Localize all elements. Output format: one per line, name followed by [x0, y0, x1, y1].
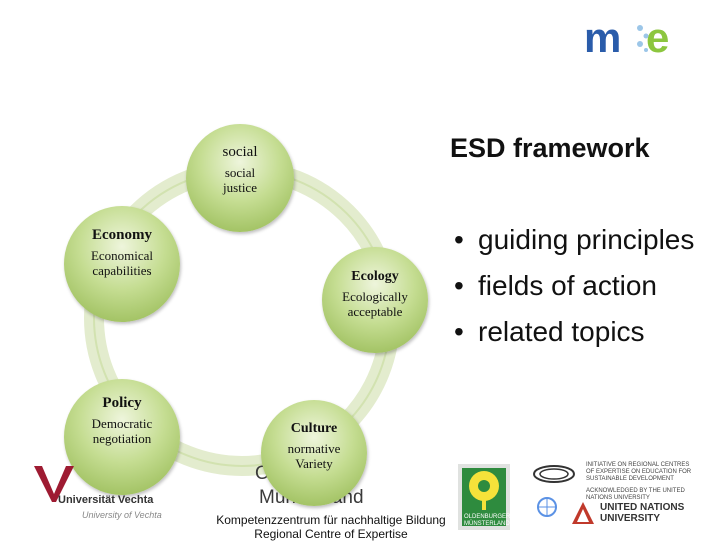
node-social: social social justice — [186, 124, 294, 232]
vechta-logo: Universität Vechta University of Vechta — [34, 466, 182, 526]
node-ecology-heading: Ecology — [351, 269, 399, 284]
me-logo-m: m — [584, 16, 621, 60]
bullet-item: • fields of action — [452, 268, 714, 304]
bullet-text: fields of action — [478, 270, 657, 301]
bullet-item: • related topics — [452, 314, 714, 350]
un-logo: UNITED NATIONS UNIVERSITY — [532, 496, 692, 536]
node-culture: Culture normative Variety — [261, 400, 367, 506]
node-social-heading: social — [222, 144, 258, 160]
un-emblem-icon — [537, 497, 557, 517]
bullet-dot: • — [454, 270, 464, 301]
bullet-list: • guiding principles • fields of action • r… — [452, 222, 714, 360]
node-ecology: Ecology Ecologically acceptable — [322, 247, 428, 353]
bullet-text: related topics — [478, 316, 645, 347]
node-economy-sub: Economical capabilities — [90, 248, 154, 278]
bullet-text: guiding principles — [478, 224, 695, 255]
rce-caption: Kompetenzzentrum für nachhaltige Bildung… — [186, 513, 476, 541]
rce-text: INITIATIVE ON REGIONAL CENTRES OF EXPERT… — [586, 462, 692, 482]
rce-line2: Regional Centre of Expertise — [254, 527, 408, 541]
oldenburger-logo-text: OLDENBURGER MÜNSTERLAND — [464, 514, 511, 527]
vechta-name: Universität Vechta — [58, 494, 154, 506]
node-culture-heading: Culture — [290, 421, 338, 436]
node-economy: Economy Economical capabilities — [64, 206, 180, 322]
me-logo: m e — [584, 16, 669, 60]
vechta-sub: University of Vechta — [82, 510, 162, 520]
rce-emblem-icon — [533, 465, 575, 483]
node-economy-heading: Economy — [92, 227, 152, 243]
un-name-line1: UNITED NATIONS — [600, 502, 685, 513]
node-culture-sub: normative Variety — [287, 441, 341, 471]
rce-acknowledged: ACKNOWLEDGED BY THE UNITED NATIONS UNIVE… — [586, 488, 685, 501]
node-ecology-sub: Ecologically acceptable — [342, 289, 408, 319]
node-social-sub: social justice — [223, 165, 257, 195]
bullet-dot: • — [454, 316, 464, 347]
slide-title: ESD framework — [450, 133, 650, 163]
oldenburger-logo-icon — [462, 468, 506, 526]
unu-emblem-icon — [572, 502, 594, 524]
node-policy-sub: Democratic negotiation — [91, 416, 153, 446]
rce-logo: INITIATIVE ON REGIONAL CENTRES OF EXPERT… — [532, 458, 692, 501]
bullet-item: • guiding principles — [452, 222, 714, 258]
oldenburger-logo: OLDENBURGER MÜNSTERLAND — [458, 464, 510, 530]
node-policy: Policy Democratic negotiation — [64, 379, 180, 495]
bullet-dot: • — [454, 224, 464, 255]
node-policy-heading: Policy — [102, 395, 142, 411]
vechta-v-icon — [34, 466, 74, 502]
rce-line1: Kompetenzzentrum für nachhaltige Bildung — [216, 513, 446, 527]
un-name-line2: UNIVERSITY — [600, 513, 661, 524]
me-logo-e: e — [646, 16, 669, 60]
